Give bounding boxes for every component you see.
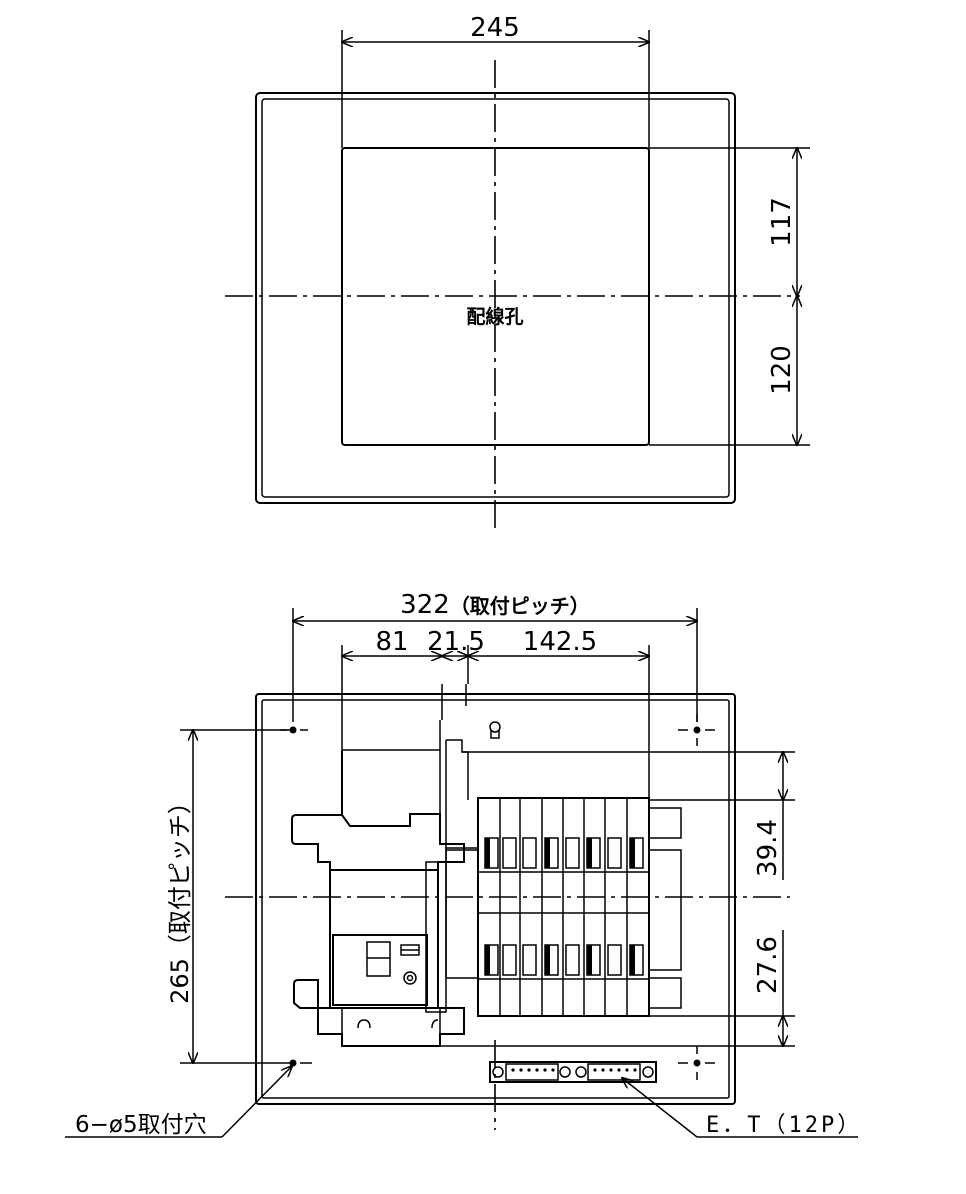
earth-terminal-block — [489, 1061, 657, 1083]
indicator-icon — [403, 971, 417, 985]
top-view: 245 117 120 配線孔 — [225, 13, 810, 530]
branch-breaker-bank — [445, 797, 682, 1017]
dim-27-6: 27.6 — [753, 936, 783, 994]
breaker-handle — [366, 941, 391, 977]
dim-81: 81 — [375, 627, 408, 657]
main-breaker — [291, 684, 469, 1047]
dim-245: 245 — [470, 13, 520, 43]
mount-hole-label: 6−ø5取付穴 — [75, 1112, 207, 1138]
mount-hole-bottom-right — [678, 1046, 715, 1080]
branch-breaker-row-upper — [484, 837, 644, 869]
dim-265: 265（取付ピッチ） — [166, 790, 194, 1004]
dim-142-5: 142.5 — [523, 627, 597, 657]
dim-117: 117 — [767, 197, 797, 247]
leader-terminal — [622, 1078, 698, 1138]
leader-mount-hole — [221, 1066, 292, 1138]
terminal-label: E．T（12P） — [706, 1113, 862, 1138]
wiring-hole-label: 配線孔 — [466, 305, 523, 328]
dim-120: 120 — [767, 345, 797, 395]
front-cabinet-inner — [261, 699, 730, 1099]
front-view: 322（取付ピッチ） 81 21.5 142.5 265（取付ピッチ） 39.4… — [65, 590, 862, 1138]
branch-breaker-row-lower — [484, 944, 644, 976]
mount-hole-bottom-left — [289, 1059, 312, 1067]
keyhole-hanger-icon — [489, 721, 501, 739]
breaker-faceplate — [332, 934, 428, 1006]
dim-21-5: 21.5 — [427, 627, 485, 657]
dim-39-4: 39.4 — [753, 819, 783, 877]
top-cabinet-inner — [261, 98, 730, 498]
dim-322: 322（取付ピッチ） — [400, 590, 590, 620]
